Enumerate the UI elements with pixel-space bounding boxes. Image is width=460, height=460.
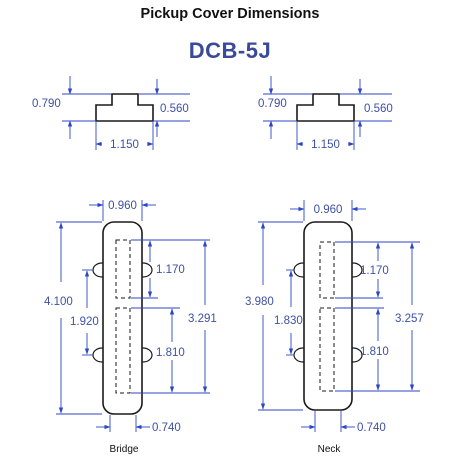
upper-slot <box>115 239 131 299</box>
pickup-body <box>303 221 353 411</box>
dim-top-width: 0.960 <box>314 204 343 216</box>
dim-height: 0.790 <box>258 98 287 110</box>
dim-overall-length: 4.100 <box>44 296 73 308</box>
dim-slot-span: 3.257 <box>395 313 424 325</box>
bridge-top-view: 0.960 4.100 1.920 1.170 3.291 1.810 <box>44 200 217 455</box>
profile-outline <box>296 93 355 122</box>
dim-top-height: 0.560 <box>364 103 393 115</box>
dim-width: 1.150 <box>311 139 340 151</box>
dim-inner-span: 1.830 <box>274 315 303 327</box>
dim-top-width: 0.960 <box>108 200 137 212</box>
dim-base-width: 0.740 <box>152 422 181 434</box>
model-name: DCB-5J <box>188 38 272 63</box>
pickup-body <box>102 221 143 415</box>
dim-base-width: 0.740 <box>357 422 386 434</box>
bridge-caption: Bridge <box>110 444 139 455</box>
profile-outline <box>95 93 154 122</box>
dim-lower-slot: 1.810 <box>360 346 389 358</box>
page-title: Pickup Cover Dimensions <box>140 6 320 22</box>
lower-slot <box>115 307 131 394</box>
dim-top-height: 0.560 <box>160 103 189 115</box>
dim-overall-length: 3.980 <box>245 296 274 308</box>
dim-lower-slot: 1.810 <box>156 347 185 359</box>
neck-caption: Neck <box>318 444 342 455</box>
upper-slot <box>319 241 335 299</box>
dim-slot-span: 3.291 <box>188 313 217 325</box>
dim-height: 0.790 <box>32 98 61 110</box>
dim-width: 1.150 <box>110 139 139 151</box>
dim-upper-slot: 1.170 <box>156 264 185 276</box>
dim-upper-slot: 1.170 <box>360 265 389 277</box>
neck-top-view: 0.960 3.980 1.830 1.170 3.257 1.810 <box>245 200 424 455</box>
dim-inner-span: 1.920 <box>70 316 99 328</box>
lower-slot <box>319 307 335 392</box>
profile-view-left: 0.790 0.560 1.150 <box>32 76 190 151</box>
profile-view-right: 0.790 0.560 1.150 <box>258 76 393 151</box>
